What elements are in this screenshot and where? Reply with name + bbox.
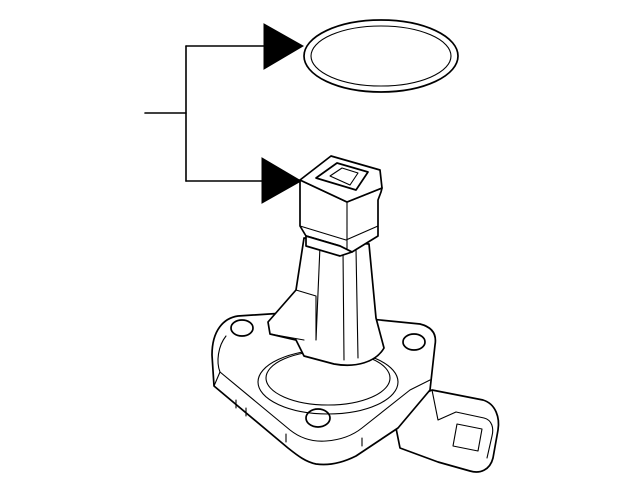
connector-socket <box>452 423 483 452</box>
arrow-sensor-icon <box>261 157 303 204</box>
callout-bracket <box>144 23 305 204</box>
connector-face-edge <box>455 411 494 459</box>
base-top-rim <box>213 371 431 442</box>
arrow-o-ring-icon <box>263 23 305 70</box>
connector-body <box>391 389 500 473</box>
base-left-rim <box>217 335 227 373</box>
stem-gusset <box>269 289 317 341</box>
side-connector <box>391 389 500 473</box>
head-collar <box>305 235 353 257</box>
connector-rib <box>431 389 457 421</box>
o-ring <box>303 19 459 93</box>
mounting-hole-front <box>305 408 331 428</box>
o-ring-inner-edge <box>310 25 452 87</box>
sensor-stem <box>267 237 385 367</box>
head-edges <box>299 201 379 251</box>
head-socket-opening <box>315 162 369 191</box>
mounting-hole-rear-right <box>402 333 426 351</box>
stem-ribs <box>315 245 359 361</box>
o-ring-outer-edge <box>303 19 459 93</box>
base-edge-ticks <box>235 399 363 447</box>
head-socket-pin <box>329 167 359 186</box>
mounting-hole-rear-left <box>230 319 254 337</box>
oil-level-sensor <box>211 155 500 473</box>
sensor-head <box>299 155 383 257</box>
